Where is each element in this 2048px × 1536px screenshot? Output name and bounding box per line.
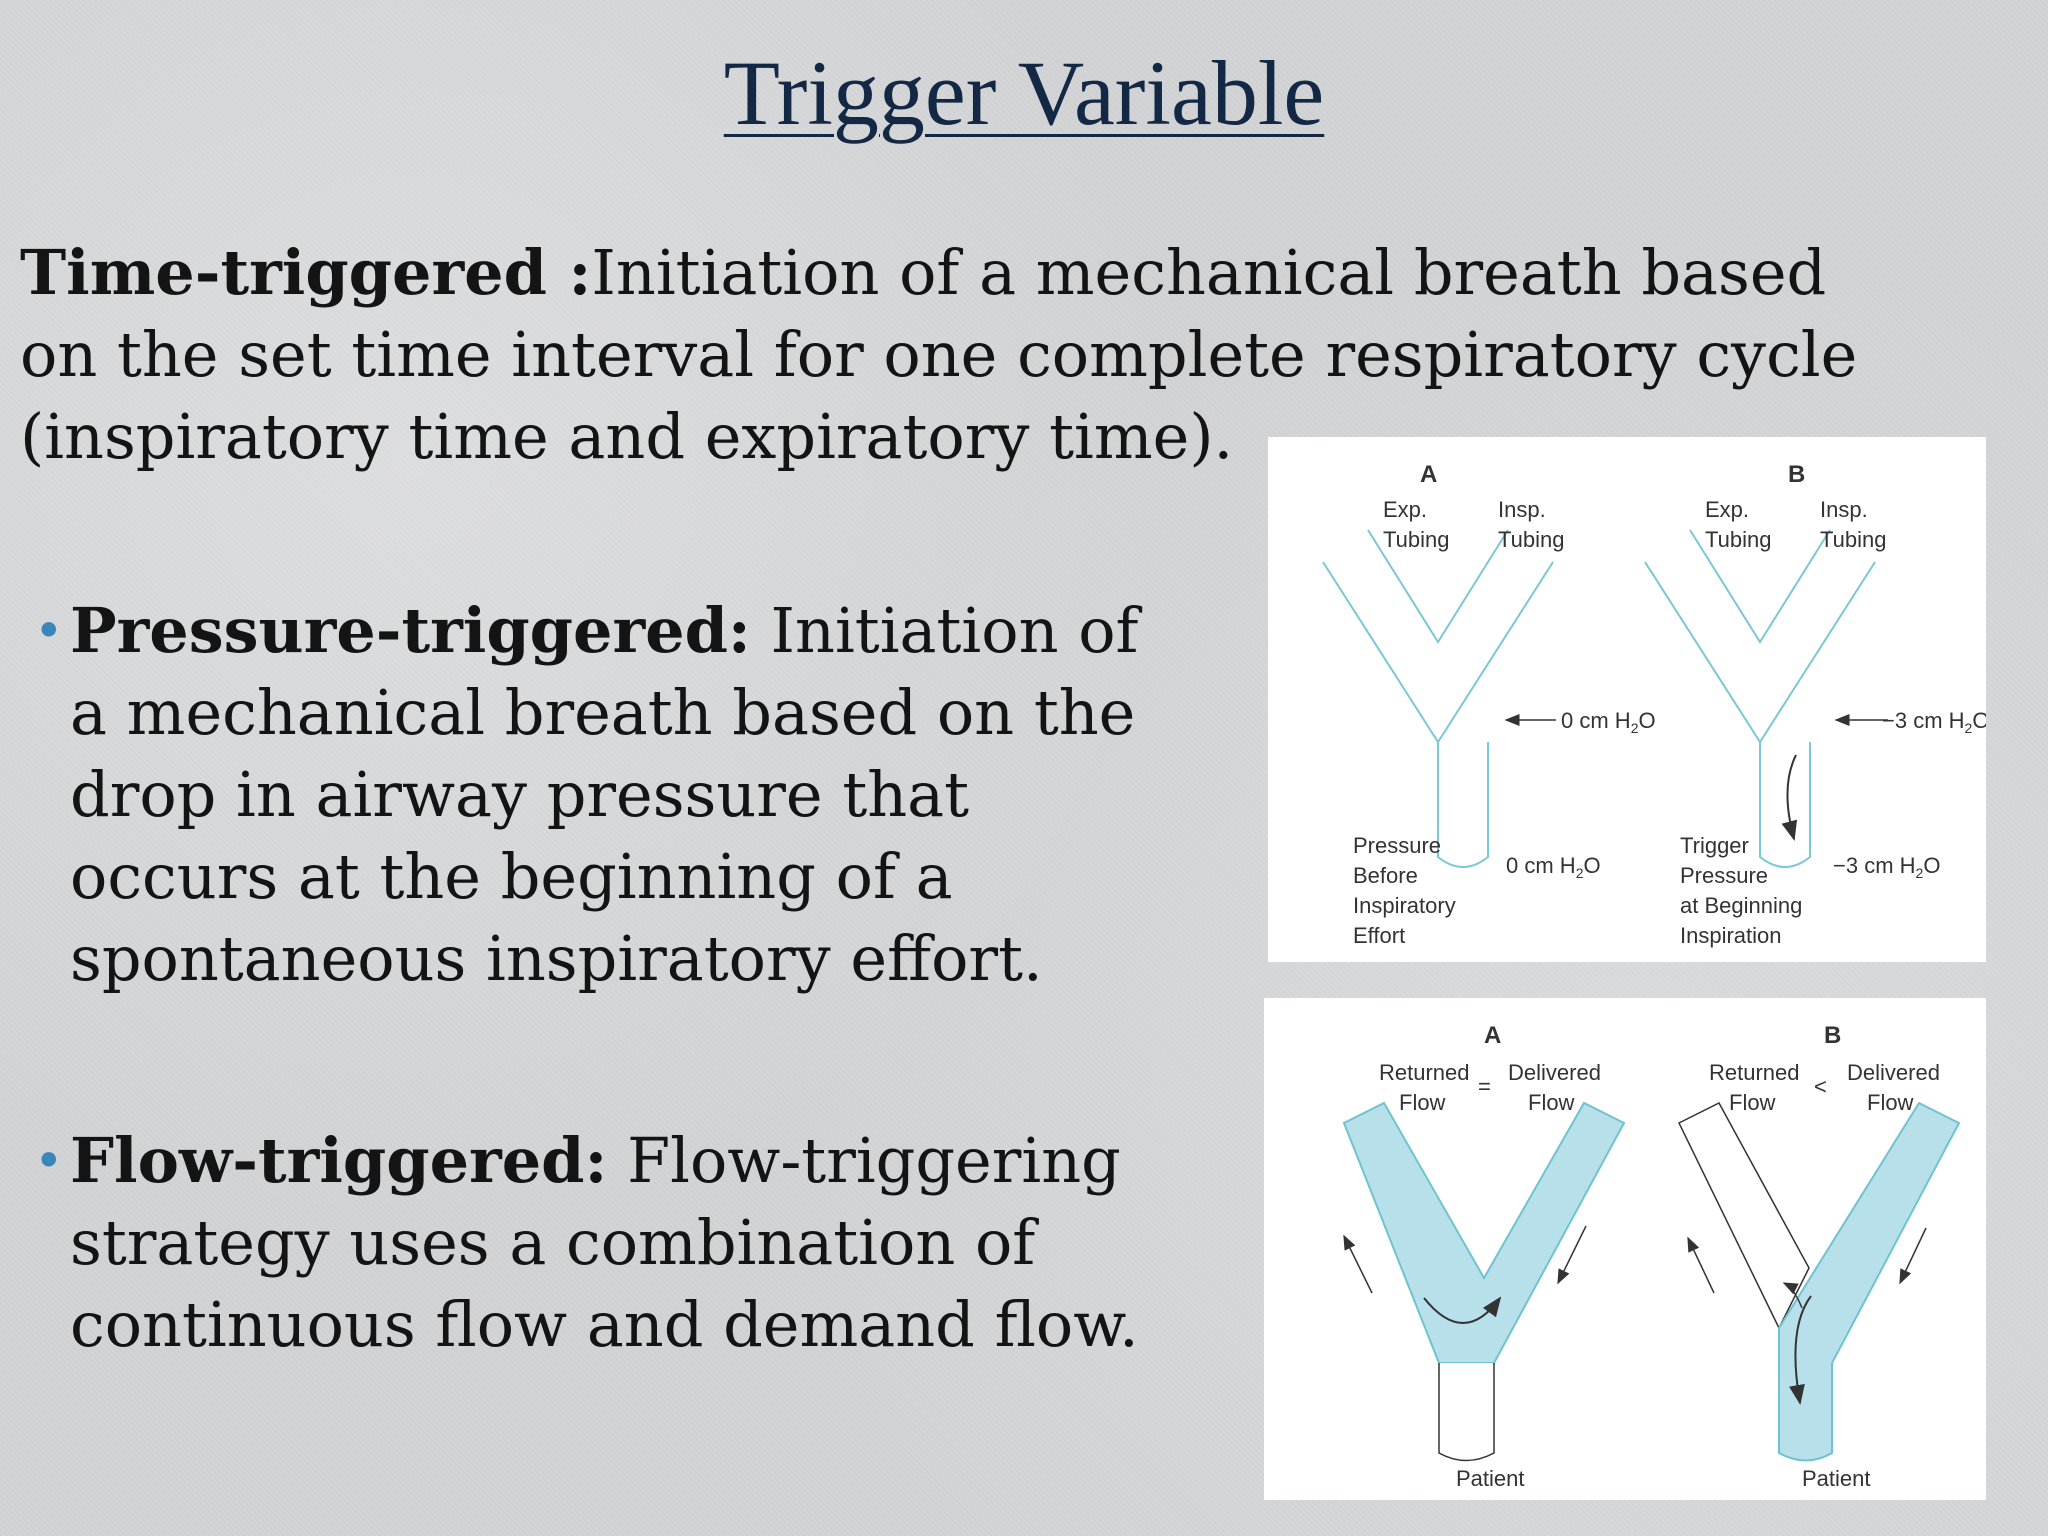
pressure-value-a: 0 cm H2O [1561,708,1656,736]
returned-a-2: Flow [1399,1090,1446,1115]
bottom-pressure-b: −3 cm H2O [1833,853,1940,881]
caption-b-2: Pressure [1680,863,1768,888]
y-tube-b [1644,529,1876,868]
flow-curve-a [1423,1296,1502,1324]
caption-a-4: Effort [1353,923,1405,948]
delivered-a-1: Delivered [1508,1060,1601,1085]
insp-tubing-a-2: Tubing [1498,527,1564,552]
caption-b-3: at Beginning [1680,893,1802,918]
insp-tubing-b-1: Insp. [1820,497,1868,522]
y-tube-flow-a [1342,1101,1626,1462]
bullet-pressure-triggered: •Pressure-triggered: Initiation of a mec… [34,590,1190,1000]
exp-tubing-a-2: Tubing [1383,527,1449,552]
flow-relation-a: = [1478,1074,1491,1099]
caption-a-3: Inspiratory [1353,893,1456,918]
bullet-dot: • [34,602,64,660]
arrow-delivered-b [1899,1227,1927,1285]
flow-relation-b: < [1814,1074,1827,1099]
exp-tubing-a-1: Exp. [1383,497,1427,522]
bullet-dot: • [34,1132,64,1190]
bottom-pressure-a: 0 cm H2O [1506,853,1601,881]
flow-curve-b-down [1789,1295,1812,1405]
bullet-term: Pressure-triggered: [70,594,751,667]
exp-tubing-b-1: Exp. [1705,497,1749,522]
arrow-delivered-a [1557,1225,1587,1285]
caption-b-1: Trigger [1680,833,1749,858]
bullet-text: Flow-triggering strategy uses a combinat… [70,1124,1139,1361]
bullet-term: Flow-triggered: [70,1124,608,1197]
flow-trigger-diagram: A Returned Flow = Delivered Flow Patient… [1264,998,1986,1500]
label-b: B [1788,461,1805,488]
pressure-value-b: −3 cm H2O [1882,708,1986,736]
label-a: A [1420,461,1437,488]
intro-term: Time-triggered : [20,236,592,309]
returned-a-1: Returned [1379,1060,1470,1085]
flow-label-a: A [1484,1022,1501,1049]
caption-b-4: Inspiration [1680,923,1782,948]
y-tube-a [1322,529,1554,868]
arrow-returned-b [1687,1236,1715,1294]
intro-paragraph: Time-triggered :Initiation of a mechanic… [20,232,1900,478]
flow-trigger-svg: A Returned Flow = Delivered Flow Patient… [1342,1022,1961,1491]
delivered-b-1: Delivered [1847,1060,1940,1085]
exp-tubing-b-2: Tubing [1705,527,1771,552]
patient-b: Patient [1802,1466,1871,1491]
arrow-down-b [1781,754,1798,841]
intro-text: Initiation of a mechanical breath based … [20,236,1858,473]
bullet-text: Initiation of a mechanical breath based … [70,594,1139,995]
y-tube-flow-b [1678,1101,1961,1462]
pressure-trigger-svg: A Exp. Tubing Insp. Tubing 0 cm H2O 0 cm… [1322,461,1986,948]
delivered-b-2: Flow [1867,1090,1914,1115]
flow-label-b: B [1824,1022,1841,1049]
caption-a-2: Before [1353,863,1418,888]
arrow-returned-a [1343,1234,1373,1294]
caption-a-1: Pressure [1353,833,1441,858]
returned-b-2: Flow [1729,1090,1776,1115]
delivered-a-2: Flow [1528,1090,1575,1115]
pressure-trigger-diagram: A Exp. Tubing Insp. Tubing 0 cm H2O 0 cm… [1268,437,1986,962]
insp-tubing-a-1: Insp. [1498,497,1546,522]
insp-tubing-b-2: Tubing [1820,527,1886,552]
patient-a: Patient [1456,1466,1525,1491]
bullet-flow-triggered: •Flow-triggered: Flow-triggering strateg… [34,1120,1190,1366]
flow-curve-b-return [1782,1282,1803,1309]
page-title: Trigger Variable [723,42,1325,144]
returned-b-1: Returned [1709,1060,1800,1085]
